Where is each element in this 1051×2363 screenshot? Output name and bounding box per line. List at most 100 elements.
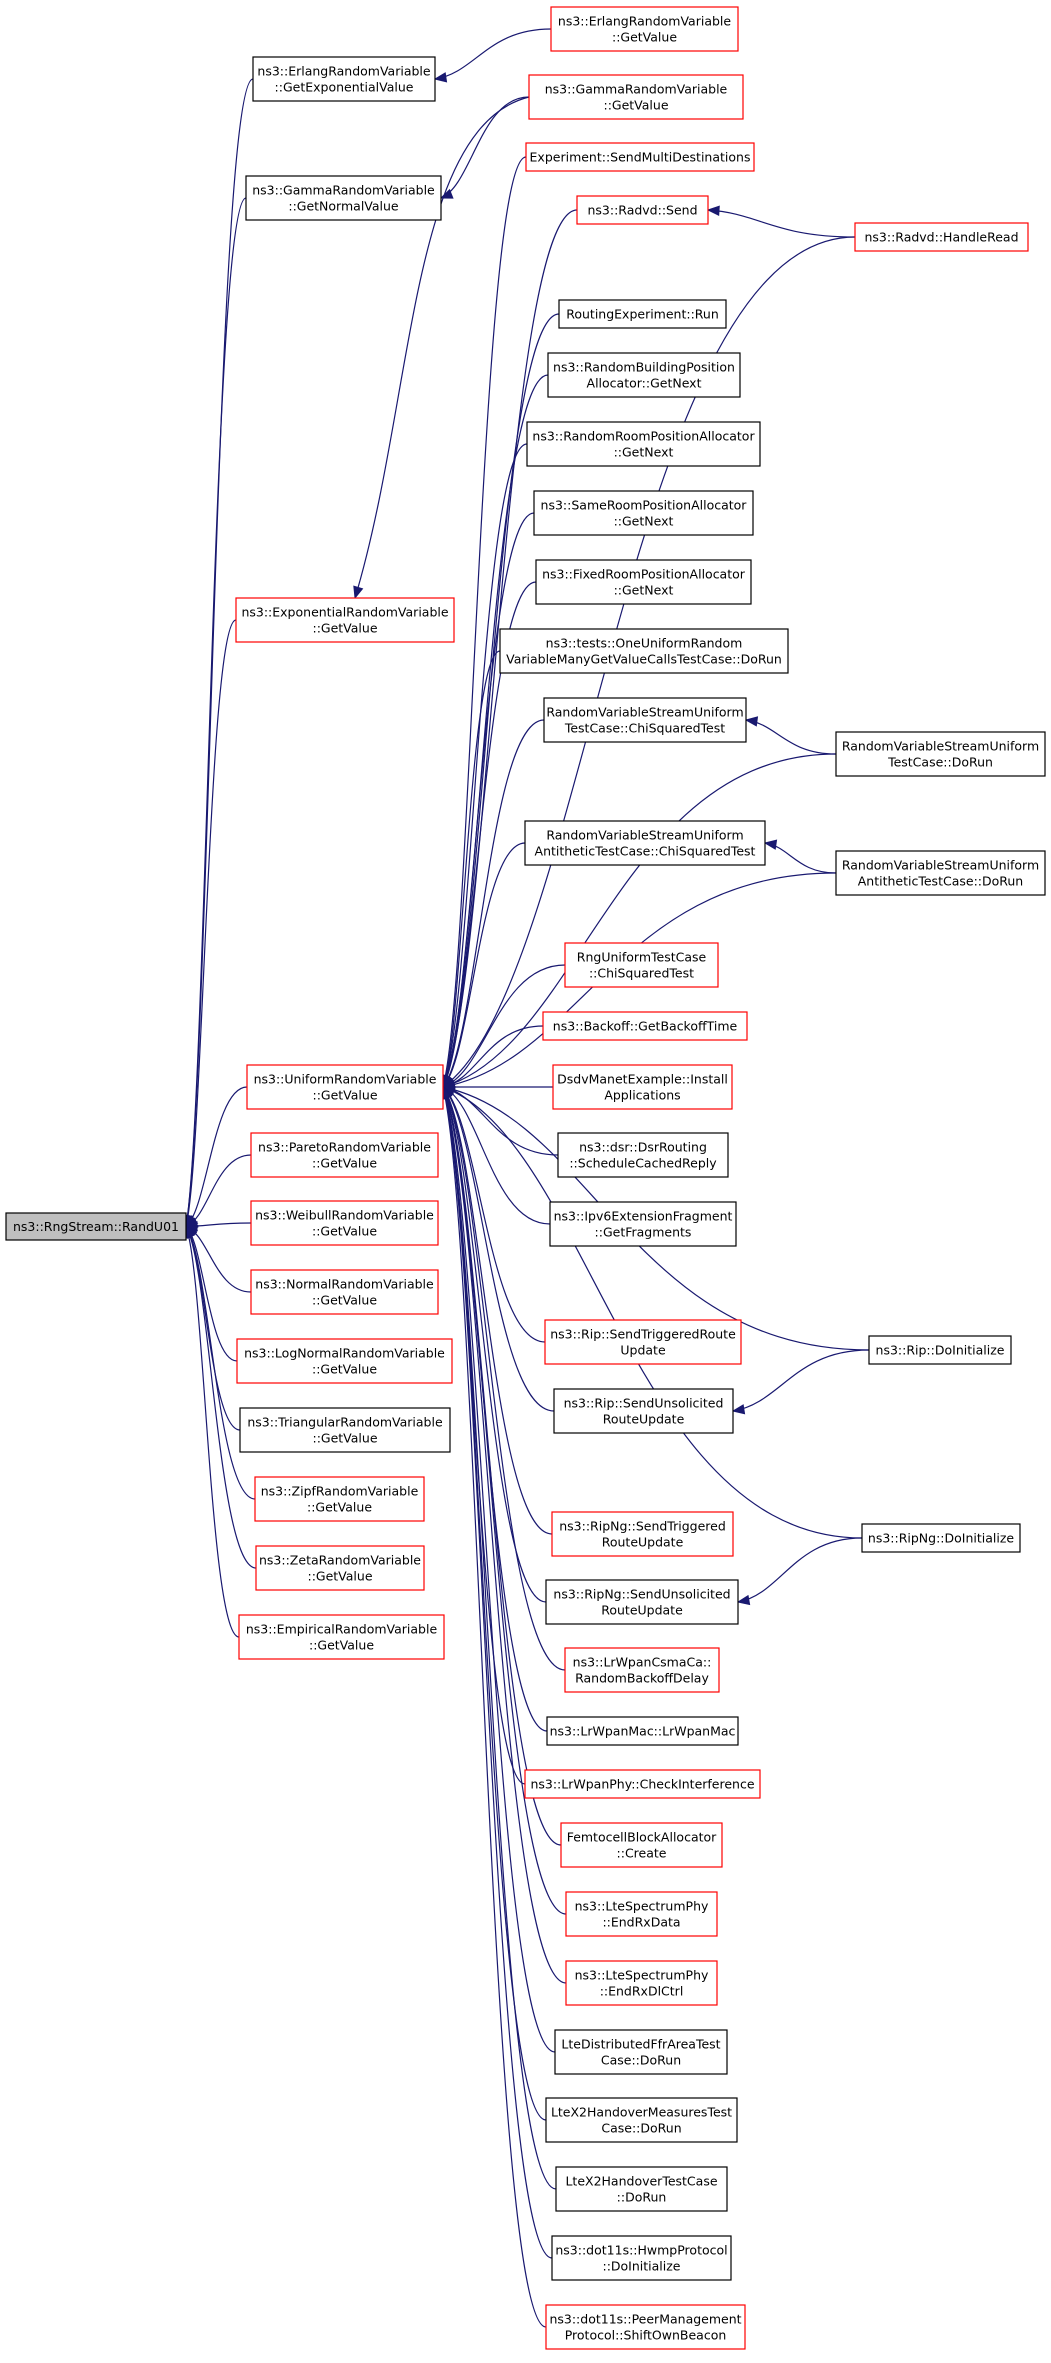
graph-node-csma[interactable]: ns3::LrWpanCsmaCa::RandomBackoffDelay (564, 1647, 720, 1693)
node-label: ns3::dot11s::HwmpProtocol (555, 2243, 727, 2258)
node-label: ::GetValue (312, 1156, 377, 1171)
graph-node-lte_rx[interactable]: ns3::LteSpectrumPhy::EndRxData (565, 1891, 718, 1937)
graph-node-rvsua_chi[interactable]: RandomVariableStreamUniformAntitheticTes… (524, 820, 766, 866)
edge-lte_rx-to-uniform (442, 1086, 567, 1915)
graph-node-empirical[interactable]: ns3::EmpiricalRandomVariable::GetValue (238, 1614, 445, 1660)
graph-node-zeta[interactable]: ns3::ZetaRandomVariable::GetValue (255, 1545, 425, 1591)
node-label: ns3::EmpiricalRandomVariable (246, 1622, 438, 1637)
node-label: ::GetValue (612, 30, 677, 45)
edge-zipf-to-root (185, 1226, 256, 1500)
graph-node-ripng_init[interactable]: ns3::RipNg::DoInitialize (861, 1523, 1021, 1553)
node-label: AntitheticTestCase::ChiSquaredTest (535, 844, 756, 859)
graph-node-rvsu_chi[interactable]: RandomVariableStreamUniformTestCase::Chi… (543, 697, 747, 743)
graph-node-expo[interactable]: ns3::ExponentialRandomVariable::GetValue (235, 597, 455, 643)
graph-node-rip_init[interactable]: ns3::Rip::DoInitialize (868, 1335, 1012, 1365)
edge-rip_init-to-rip_unsol (732, 1349, 870, 1412)
graph-node-lrmac[interactable]: ns3::LrWpanMac::LrWpanMac (546, 1716, 739, 1746)
arrowhead-erlang_gv-to-erlang (433, 72, 448, 83)
graph-node-radvd_send[interactable]: ns3::Radvd::Send (576, 195, 709, 225)
edge-triangular-to-root (185, 1226, 241, 1431)
arrowhead-rvsua_run-to-rvsua_chi (763, 839, 778, 850)
node-box (550, 6, 739, 52)
graph-node-rbpa[interactable]: ns3::RandomBuildingPositionAllocator::Ge… (547, 352, 741, 398)
graph-node-ipv6[interactable]: ns3::Ipv6ExtensionFragment::GetFragments (549, 1201, 737, 1247)
node-label: ns3::ErlangRandomVariable (257, 64, 431, 79)
graph-node-lrphy[interactable]: ns3::LrWpanPhy::CheckInterference (524, 1769, 761, 1799)
node-label: ::GetValue (312, 1293, 377, 1308)
graph-node-triangular[interactable]: ns3::TriangularRandomVariable::GetValue (239, 1407, 451, 1453)
graph-node-pareto[interactable]: ns3::ParetoRandomVariable::GetValue (250, 1132, 439, 1178)
node-label: ns3::LrWpanCsmaCa:: (573, 1655, 712, 1670)
graph-node-hwmp[interactable]: ns3::dot11s::HwmpProtocol::DoInitialize (551, 2235, 732, 2281)
graph-node-gamma_gv[interactable]: ns3::GammaRandomVariable::GetValue (528, 74, 744, 120)
graph-node-weibull[interactable]: ns3::WeibullRandomVariable::GetValue (250, 1200, 439, 1246)
graph-node-gamma[interactable]: ns3::GammaRandomVariable::GetNormalValue (245, 175, 442, 221)
node-label: Update (620, 1343, 666, 1358)
node-label: ::GetFragments (595, 1225, 692, 1240)
graph-node-lognormal[interactable]: ns3::LogNormalRandomVariable::GetValue (236, 1338, 453, 1384)
node-box (854, 222, 1029, 252)
edge-erlang-to-root (185, 78, 254, 1227)
graph-node-onetest[interactable]: ns3::tests::OneUniformRandomVariableMany… (499, 628, 789, 674)
graph-node-erlang_gv[interactable]: ns3::ErlangRandomVariable::GetValue (550, 6, 739, 52)
graph-edges (182, 28, 870, 2328)
node-box (835, 850, 1046, 896)
graph-node-radvd_hr[interactable]: ns3::Radvd::HandleRead (854, 222, 1029, 252)
node-label: ns3::NormalRandomVariable (255, 1277, 434, 1292)
edge-gamma-to-root (185, 197, 247, 1227)
node-label: ns3::UniformRandomVariable (254, 1072, 437, 1087)
node-label: ns3::RipNg::DoInitialize (868, 1531, 1015, 1546)
graph-node-rvsu_run[interactable]: RandomVariableStreamUniformTestCase::DoR… (835, 731, 1046, 777)
node-box (545, 2097, 738, 2143)
node-label: ::GetExponentialValue (275, 80, 414, 95)
graph-node-frpa[interactable]: ns3::FixedRoomPositionAllocator::GetNext (535, 559, 752, 605)
graph-node-uniform[interactable]: ns3::UniformRandomVariable::GetValue (246, 1064, 444, 1110)
node-box (544, 1319, 742, 1365)
node-box (525, 142, 755, 172)
edge-ipv6-to-uniform (442, 1086, 551, 1225)
graph-node-srpa[interactable]: ns3::SameRoomPositionAllocator::GetNext (533, 490, 754, 536)
arrowhead-radvd_hr-to-radvd_send (706, 205, 720, 216)
graph-node-rngu[interactable]: RngUniformTestCase::ChiSquaredTest (564, 942, 719, 988)
edge-rvsu_run-to-rvsu_chi (745, 719, 837, 755)
graph-node-femto[interactable]: FemtocellBlockAllocator::Create (560, 1822, 723, 1868)
node-box (535, 559, 752, 605)
node-box (524, 820, 766, 866)
node-box (545, 2304, 746, 2350)
node-label: ::EndRxDlCtrl (600, 1984, 684, 1999)
graph-node-peer[interactable]: ns3::dot11s::PeerManagementProtocol::Shi… (545, 2304, 746, 2350)
node-box (245, 175, 442, 221)
node-label: ns3::Rip::SendUnsolicited (564, 1396, 724, 1411)
node-box (254, 1476, 425, 1522)
node-label: ns3::Radvd::Send (587, 203, 697, 218)
node-box (250, 1269, 439, 1315)
graph-node-rvsua_run[interactable]: RandomVariableStreamUniformAntitheticTes… (835, 850, 1046, 896)
node-label: ns3::LogNormalRandomVariable (244, 1346, 445, 1361)
graph-node-dsr[interactable]: ns3::dsr::DsrRouting::ScheduleCachedRepl… (557, 1132, 729, 1178)
node-label: ns3::tests::OneUniformRandom (546, 636, 743, 651)
graph-node-erlang[interactable]: ns3::ErlangRandomVariable::GetExponentia… (252, 56, 436, 102)
graph-node-lte_dl[interactable]: ns3::LteSpectrumPhy::EndRxDlCtrl (565, 1960, 718, 2006)
graph-node-routing_run[interactable]: RoutingExperiment::Run (558, 299, 727, 329)
node-label: ns3::dsr::DsrRouting (579, 1140, 707, 1155)
edge-lte_ffr-to-uniform (442, 1086, 556, 2053)
node-label: ns3::RipNg::SendUnsolicited (553, 1587, 730, 1602)
edge-rip_trig-to-uniform (442, 1086, 546, 1343)
graph-node-x2ho[interactable]: LteX2HandoverTestCase::DoRun (555, 2166, 728, 2212)
graph-node-backoff[interactable]: ns3::Backoff::GetBackoffTime (542, 1011, 748, 1041)
graph-node-rrpa[interactable]: ns3::RandomRoomPositionAllocator::GetNex… (526, 421, 761, 467)
edge-csma-to-uniform (442, 1086, 566, 1671)
graph-node-normal[interactable]: ns3::NormalRandomVariable::GetValue (250, 1269, 439, 1315)
graph-node-root: ns3::RngStream::RandU01 (5, 1212, 187, 1241)
node-label: TestCase::DoRun (887, 755, 993, 770)
graph-node-zipf[interactable]: ns3::ZipfRandomVariable::GetValue (254, 1476, 425, 1522)
node-label: ::GetValue (312, 1088, 377, 1103)
graph-node-exp_send[interactable]: Experiment::SendMultiDestinations (525, 142, 755, 172)
